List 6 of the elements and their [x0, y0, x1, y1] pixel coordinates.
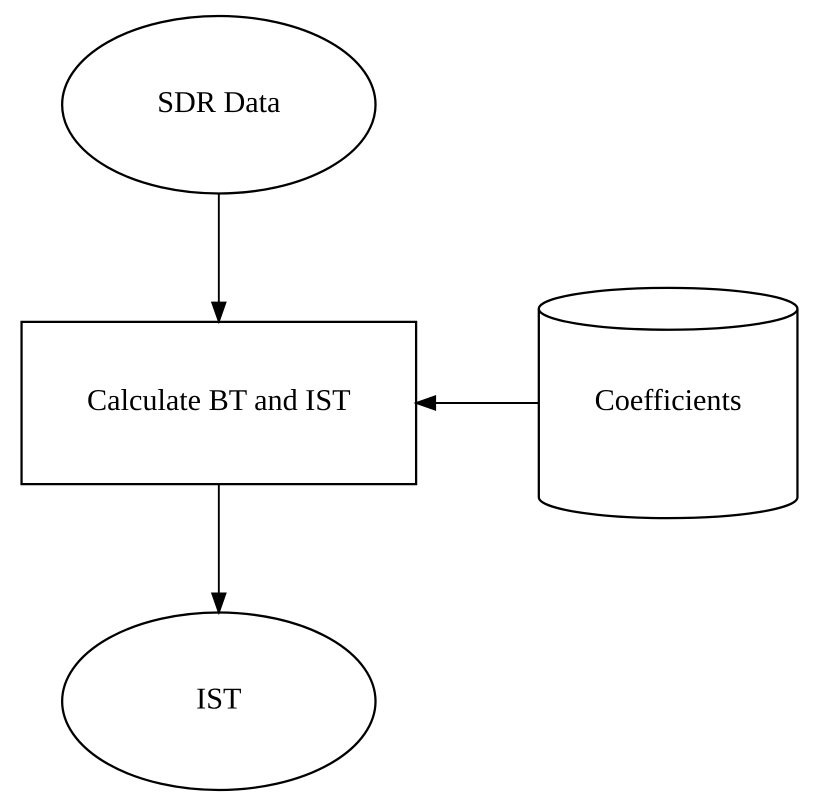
node-ellipse: IST	[60, 611, 376, 792]
arrow	[412, 395, 538, 411]
arrow	[210, 194, 226, 324]
node-box: Calculate BT and IST	[20, 320, 417, 486]
arrow	[210, 484, 226, 616]
node-ellipse: SDR Data	[60, 14, 376, 195]
